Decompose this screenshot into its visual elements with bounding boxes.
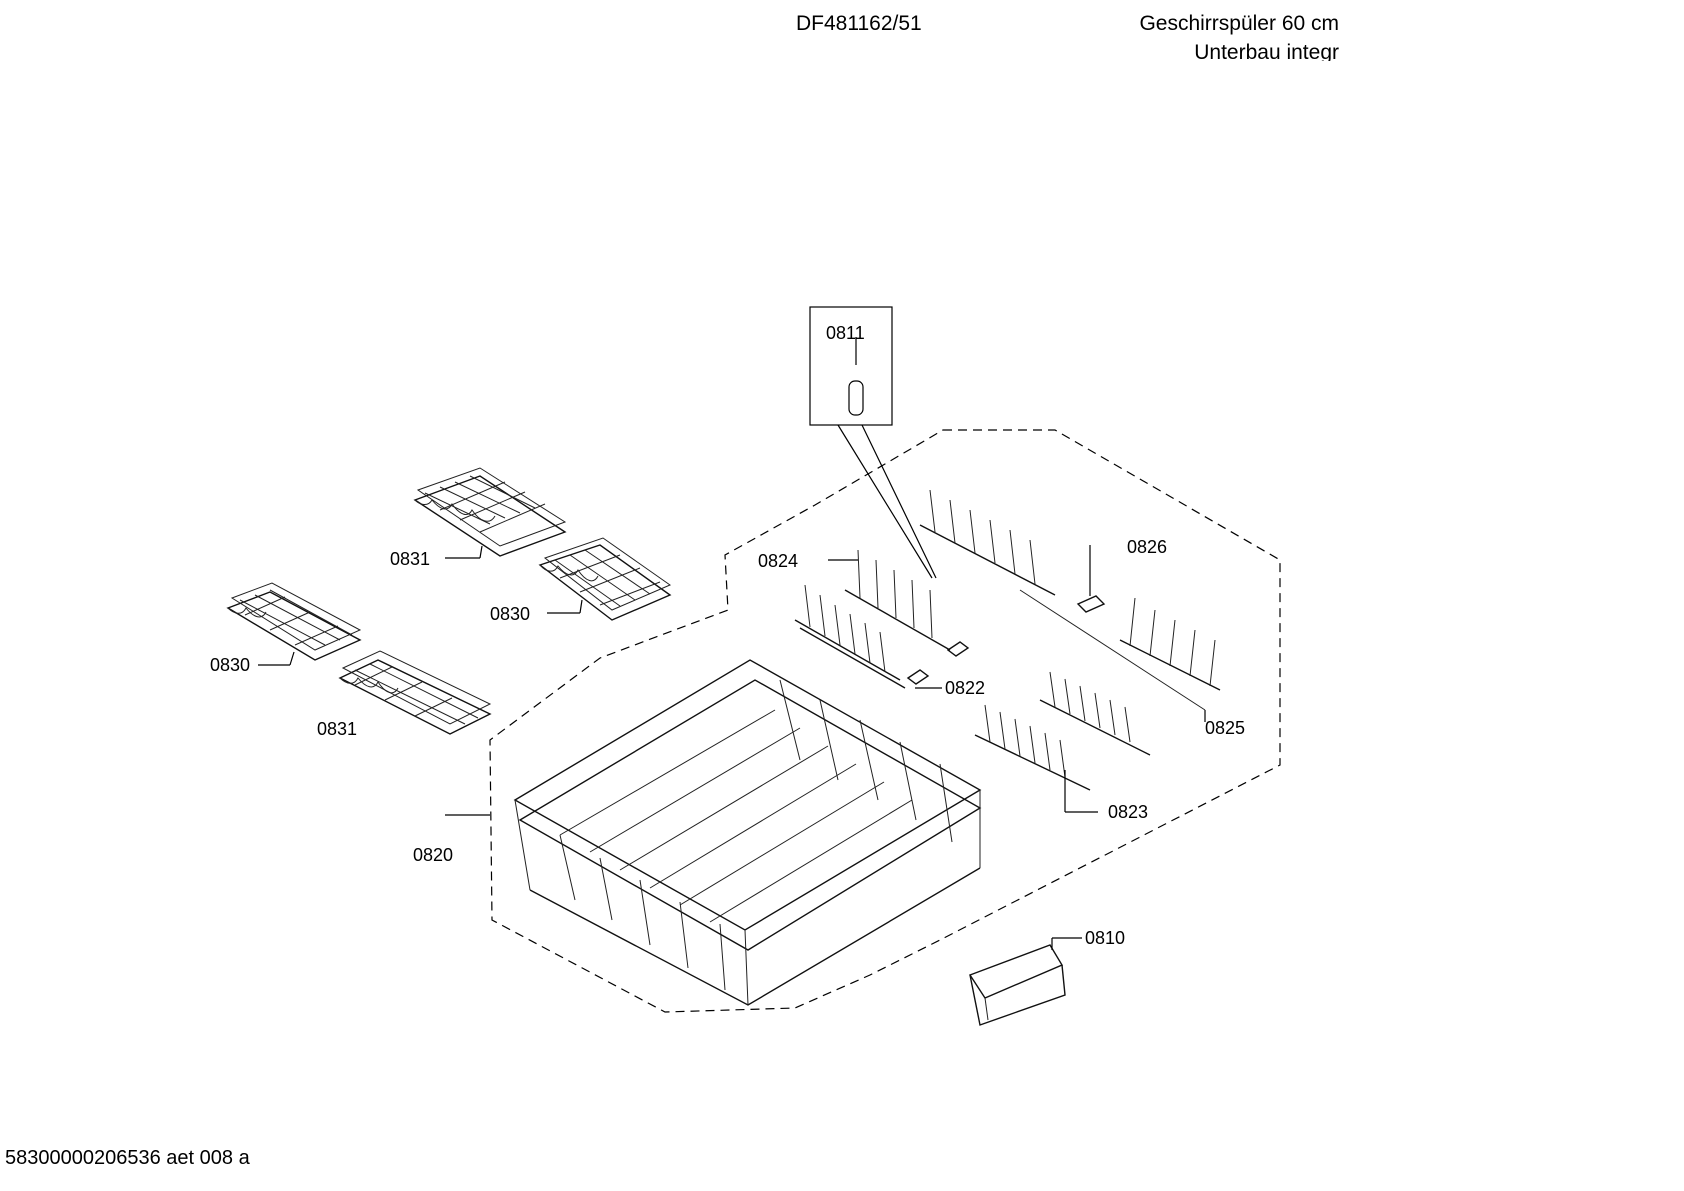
part-0831-bottom-tray <box>338 650 492 735</box>
label-0811: 0811 <box>826 323 865 343</box>
part-0830-left-tray <box>226 582 362 661</box>
part-0810-basket <box>968 944 1066 1026</box>
part-0811-detail-box <box>809 306 937 579</box>
label-0810: 0810 <box>1085 928 1125 948</box>
product-title: Geschirrspüler 60 cm <box>1139 12 1339 35</box>
label-0824: 0824 <box>758 551 798 571</box>
label-0830-top: 0830 <box>490 604 530 624</box>
part-0824-rack <box>794 549 951 689</box>
part-0822-clips <box>906 641 970 685</box>
part-0830-top-tray <box>538 537 672 621</box>
label-0830-left: 0830 <box>210 655 250 675</box>
label-0831-top: 0831 <box>390 549 430 569</box>
label-0826: 0826 <box>1127 537 1167 557</box>
product-subtitle: Unterbau integr <box>1194 42 1339 61</box>
document-code: 58300000206536 aet 008 a <box>5 1147 250 1169</box>
part-0823-rack <box>974 671 1151 791</box>
label-0823: 0823 <box>1108 802 1148 822</box>
part-0820-basket <box>513 659 982 1006</box>
part-0825-rack <box>919 489 1221 711</box>
label-0820: 0820 <box>413 845 453 865</box>
assembly-boundary <box>489 429 1281 1013</box>
label-0822: 0822 <box>945 678 985 698</box>
part-0831-top-tray <box>413 467 567 557</box>
label-0831-bottom: 0831 <box>317 719 357 739</box>
part-0826-clip <box>1076 595 1106 613</box>
label-0825: 0825 <box>1205 718 1245 738</box>
model-number: DF481162/51 <box>796 12 922 35</box>
